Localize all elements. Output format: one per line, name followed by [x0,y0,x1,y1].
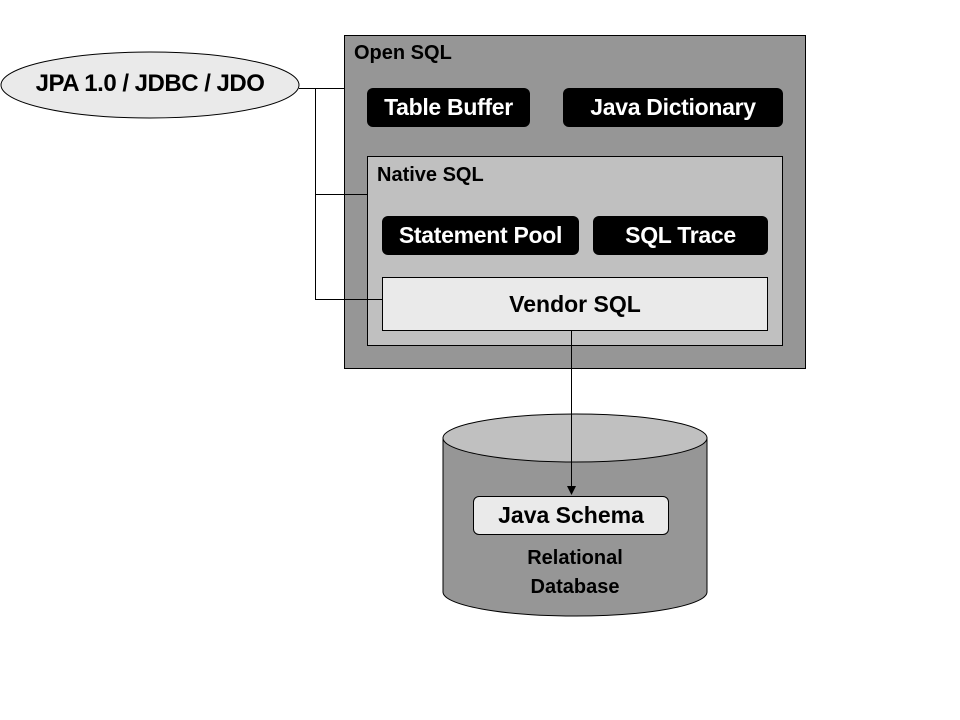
java-schema-label: Java Schema [498,502,644,528]
client-api-label: JPA 1.0 / JDBC / JDO [35,70,265,97]
vendor-sql-label: Vendor SQL [509,290,641,317]
client-api-ellipse [0,51,300,119]
vendor-to-schema-arrow [567,331,576,495]
database-title-line1: Relational [527,547,623,569]
client-api-connectors [299,88,382,300]
database-title: Relational Database [443,544,707,602]
arrow-head-icon [567,486,576,495]
java-schema-box: Java Schema [473,496,669,535]
native-sql-title: Native SQL [377,164,484,186]
sql-trace-component: SQL Trace [593,216,768,255]
vendor-sql-layer: Vendor SQL [382,277,768,331]
table-buffer-component: Table Buffer [367,88,530,127]
database-title-line2: Database [530,576,620,598]
open-sql-title: Open SQL [354,42,452,64]
cylinder-top [442,413,708,463]
java-dictionary-component: Java Dictionary [563,88,783,127]
statement-pool-component: Statement Pool [382,216,579,255]
